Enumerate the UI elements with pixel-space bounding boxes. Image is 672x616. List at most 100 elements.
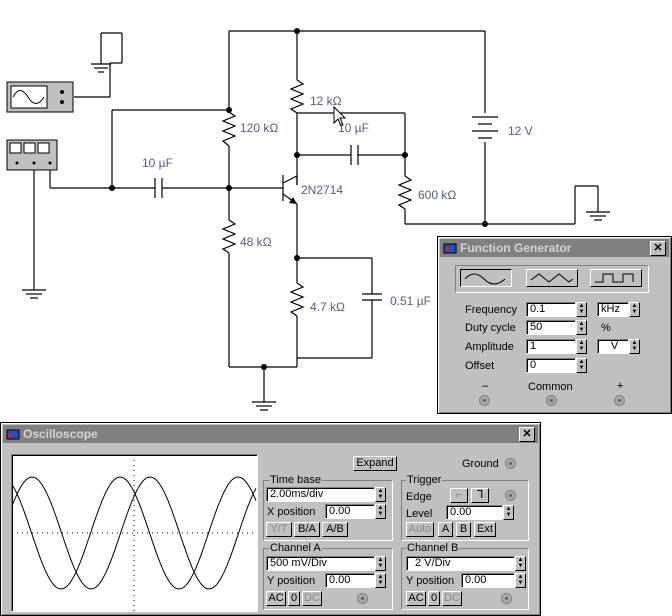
frequency-unit-select[interactable]: kHz (597, 302, 629, 317)
channel-a-ac-button[interactable]: AC (266, 591, 286, 606)
amplitude-stepper[interactable]: ▲▼ (576, 339, 587, 354)
channel-a-y-position-field[interactable]: 0.00 (325, 573, 375, 588)
time-base-field[interactable]: 2.00ms/div (266, 487, 375, 502)
channel-a-scale-field[interactable]: 500 mV/Div (266, 556, 375, 571)
terminal-plus[interactable] (614, 395, 625, 406)
offset-field[interactable]: 0 (526, 358, 576, 373)
function-generator-window: Function Generator ✕ Frequency 0.1 ▲▼ kH… (437, 236, 672, 414)
x-position-stepper[interactable]: ▲▼ (375, 504, 386, 519)
oscilloscope-window: Oscilloscope ✕ Expand Ground Time base 2… (0, 422, 541, 616)
ground-label: Ground (462, 458, 499, 470)
channel-a-scale-stepper[interactable]: ▲▼ (375, 556, 386, 571)
amplitude-field[interactable]: 1 (526, 339, 576, 354)
channel-a-title: Channel A (269, 542, 322, 554)
channel-b-y-position-label: Y position (406, 575, 455, 587)
scope-traces (11, 455, 257, 611)
function-generator-instrument-icon[interactable] (6, 139, 58, 171)
channel-b-scale-field[interactable]: 2 V/Div (406, 556, 515, 571)
trigger-group (401, 480, 529, 541)
label-r-collector: 12 kΩ (310, 94, 342, 108)
ground-terminal[interactable] (505, 458, 516, 469)
close-icon[interactable]: ✕ (650, 241, 666, 256)
offset-label: Offset (465, 360, 495, 372)
channel-a-dc-button[interactable]: DC (302, 591, 322, 606)
amplitude-unit-select[interactable]: V (597, 339, 629, 354)
expand-button[interactable]: Expand (353, 456, 397, 471)
duty-cycle-unit: % (601, 322, 611, 334)
oscilloscope-titlebar[interactable]: Oscilloscope ✕ (3, 425, 538, 443)
square-wave-button[interactable] (590, 269, 642, 287)
falling-edge-button[interactable]: ᒣ (471, 488, 489, 503)
channel-a-zero-button[interactable]: 0 (288, 591, 300, 606)
offset-stepper[interactable]: ▲▼ (576, 358, 587, 373)
label-c-feedback: 10 µF (338, 121, 369, 135)
edge-label: Edge (406, 491, 432, 503)
label-transistor: 2N2714 (301, 183, 343, 197)
duty-cycle-stepper[interactable]: ▲▼ (576, 320, 587, 335)
terminal-common-label: Common (528, 381, 573, 393)
b-a-mode-button[interactable]: B/A (294, 522, 320, 537)
frequency-field[interactable]: 0.1 (526, 302, 576, 317)
channel-a-y-position-stepper[interactable]: ▲▼ (375, 573, 386, 588)
trigger-title: Trigger (406, 474, 443, 486)
time-base-title: Time base (269, 474, 322, 486)
channel-a-group (263, 548, 393, 610)
channel-b-zero-button[interactable]: 0 (428, 591, 440, 606)
terminal-minus-label: – (482, 380, 489, 392)
close-icon[interactable]: ✕ (519, 427, 535, 442)
amplitude-label: Amplitude (465, 341, 514, 353)
label-c-input: 10 µF (142, 156, 173, 170)
oscilloscope-app-icon (6, 429, 20, 440)
channel-b-y-position-stepper[interactable]: ▲▼ (515, 573, 526, 588)
trigger-a-button[interactable]: A (438, 522, 453, 537)
channel-b-scale-stepper[interactable]: ▲▼ (515, 556, 526, 571)
sine-wave-button[interactable] (460, 269, 512, 287)
channel-b-trace (11, 476, 257, 590)
rising-edge-button[interactable]: ⌐ (450, 488, 468, 503)
trigger-b-button[interactable]: B (456, 522, 471, 537)
oscilloscope-instrument-icon[interactable] (6, 81, 74, 113)
channel-b-title: Channel B (406, 542, 460, 554)
label-r-bias-bottom: 48 kΩ (240, 235, 272, 249)
amplitude-unit-stepper[interactable]: ▲▼ (629, 339, 640, 354)
time-base-stepper[interactable]: ▲▼ (375, 487, 386, 502)
channel-b-terminal[interactable] (501, 593, 512, 604)
trigger-level-label: Level (406, 508, 433, 520)
frequency-unit-stepper[interactable]: ▲▼ (629, 302, 640, 317)
trigger-ext-button[interactable]: Ext (474, 522, 496, 537)
triangle-wave-button[interactable] (526, 269, 578, 287)
trigger-level-field[interactable]: 0.00 (446, 505, 503, 520)
function-generator-titlebar[interactable]: Function Generator ✕ (440, 239, 669, 257)
channel-b-group (401, 548, 529, 610)
label-r-load: 600 kΩ (418, 188, 456, 202)
x-position-field[interactable]: 0.00 (325, 504, 375, 519)
label-r-emitter: 4.7 kΩ (310, 300, 345, 314)
trigger-ext-terminal[interactable] (505, 490, 516, 501)
function-generator-app-icon (443, 243, 457, 254)
channel-a-trace (11, 476, 257, 590)
channel-a-y-position-label: Y position (267, 575, 316, 587)
terminal-common[interactable] (546, 395, 557, 406)
trigger-auto-button[interactable]: Auto (406, 522, 434, 537)
a-b-mode-button[interactable]: A/B (322, 522, 348, 537)
duty-cycle-label: Duty cycle (465, 322, 516, 334)
channel-b-dc-button[interactable]: DC (442, 591, 462, 606)
x-position-label: X position (267, 506, 316, 518)
channel-b-y-position-field[interactable]: 0.00 (461, 573, 515, 588)
terminal-minus[interactable] (479, 395, 490, 406)
function-generator-title: Function Generator (460, 241, 572, 255)
duty-cycle-field[interactable]: 50 (526, 320, 576, 335)
channel-a-terminal[interactable] (357, 593, 368, 604)
y-t-mode-button[interactable]: Y/T (266, 522, 292, 537)
scope-display (11, 454, 258, 612)
frequency-stepper[interactable]: ▲▼ (576, 302, 587, 317)
trigger-level-stepper[interactable]: ▲▼ (503, 505, 514, 520)
oscilloscope-title: Oscilloscope (23, 427, 98, 441)
label-r-bias-top: 120 kΩ (240, 121, 278, 135)
channel-b-ac-button[interactable]: AC (406, 591, 426, 606)
label-c-emitter: 0.51 µF (390, 294, 431, 308)
terminal-plus-label: + (617, 380, 624, 392)
time-base-group (263, 480, 393, 541)
label-supply: 12 V (508, 124, 533, 138)
